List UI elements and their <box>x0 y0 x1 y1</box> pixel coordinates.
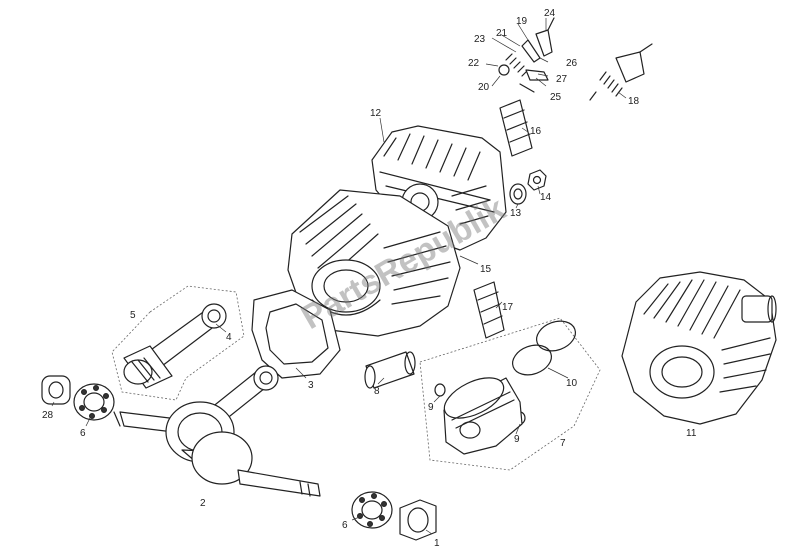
callout-19: 19 <box>516 16 528 27</box>
seal-28 <box>41 375 71 405</box>
callout-6-bottom: 6 <box>342 520 348 531</box>
circlip-left <box>434 383 446 397</box>
group-outline-connecting-rod <box>111 285 245 401</box>
callout-17: 17 <box>502 302 514 313</box>
callout-28: 28 <box>42 410 54 421</box>
callout-23: 23 <box>474 34 486 45</box>
callout-11: 11 <box>686 428 697 439</box>
callout-20: 20 <box>478 82 490 93</box>
spring-pin-18 <box>589 43 653 101</box>
callout-18: 18 <box>628 96 640 107</box>
nut-14 <box>527 169 547 191</box>
callout-12: 12 <box>370 108 382 119</box>
washer-13 <box>509 183 527 205</box>
callout-1: 1 <box>434 538 440 548</box>
callout-5: 5 <box>130 310 136 321</box>
callout-9-right: 9 <box>514 434 520 445</box>
seal-1 <box>399 499 437 541</box>
wrist-pin <box>364 351 416 389</box>
callout-15: 15 <box>480 264 492 275</box>
callout-24: 24 <box>544 8 556 19</box>
callout-21: 21 <box>496 28 508 39</box>
group-outline-piston <box>419 317 601 471</box>
leader-lines <box>51 18 627 535</box>
crankshaft <box>113 401 321 497</box>
piston-rings <box>512 320 576 376</box>
reed-block-16 <box>499 99 533 157</box>
callout-6-left: 6 <box>80 428 86 439</box>
callout-9-left: 9 <box>428 402 434 413</box>
gasket <box>251 289 341 379</box>
callout-3: 3 <box>308 380 314 391</box>
callout-14: 14 <box>540 192 552 203</box>
connecting-rod-upper <box>123 303 227 389</box>
callout-4: 4 <box>226 332 232 343</box>
callout-26: 26 <box>566 58 578 69</box>
piston <box>443 377 523 455</box>
cylinder-assembly <box>621 271 777 425</box>
callouts: 12 23 21 19 24 22 26 27 20 25 18 16 14 1… <box>42 8 697 549</box>
reed-block-17 <box>473 281 505 339</box>
decompression-valve-parts <box>498 17 555 93</box>
callout-10: 10 <box>566 378 578 389</box>
callout-16: 16 <box>530 126 542 137</box>
callout-8: 8 <box>374 386 380 397</box>
callout-7: 7 <box>560 438 566 449</box>
callout-25: 25 <box>550 92 562 103</box>
bearing-left <box>73 383 115 421</box>
bearing-bottom <box>351 491 393 529</box>
callout-22: 22 <box>468 58 480 69</box>
callout-2: 2 <box>200 498 206 509</box>
callout-27: 27 <box>556 74 568 85</box>
callout-13: 13 <box>510 208 522 219</box>
